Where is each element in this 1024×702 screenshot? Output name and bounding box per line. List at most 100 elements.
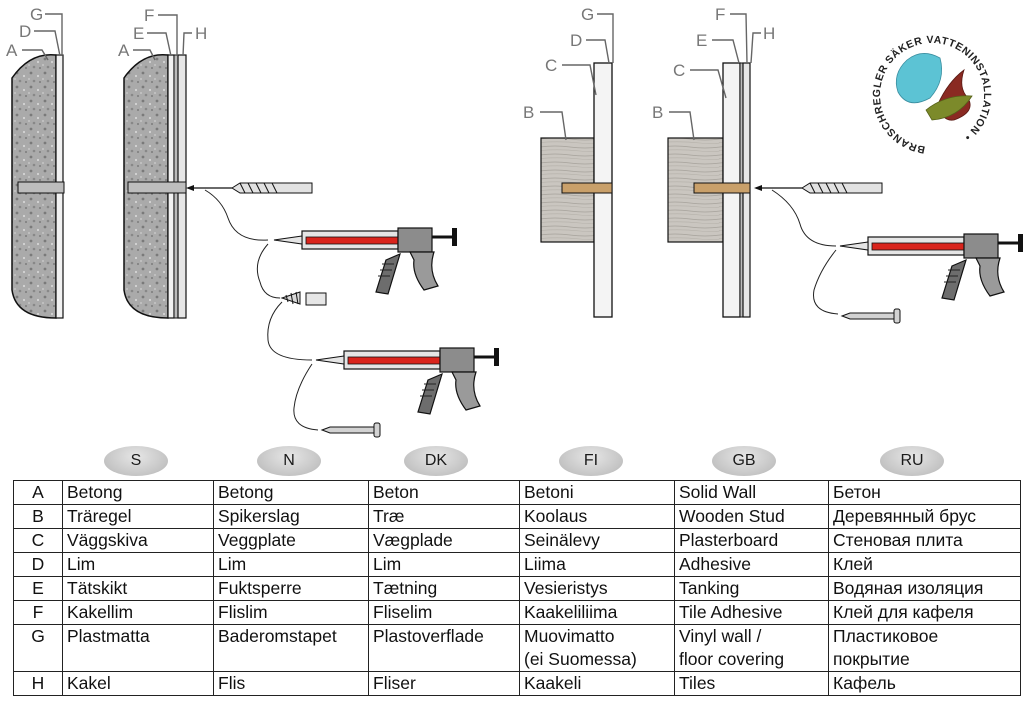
legend-term-fi: Muovimatto(ei Suomessa) bbox=[519, 624, 675, 672]
legend-term-n: Baderomstapet bbox=[213, 624, 369, 672]
legend-term-ru: Клей для кафеля bbox=[828, 600, 1021, 625]
legend-term-n: Flis bbox=[213, 671, 369, 696]
legend-term-n: Betong bbox=[213, 480, 369, 505]
wall-plug-icon bbox=[280, 291, 327, 306]
legend-key: E bbox=[13, 576, 63, 601]
legend-term-dk: Vægplade bbox=[368, 528, 520, 553]
legend-term-s: Plastmatta bbox=[62, 624, 214, 672]
language-pill-s: S bbox=[104, 446, 168, 476]
legend-term-dk: Beton bbox=[368, 480, 520, 505]
drill-bit-icon bbox=[801, 182, 883, 194]
legend-term-ru: Кафель bbox=[828, 671, 1021, 696]
legend-key: F bbox=[13, 600, 63, 625]
legend-term-n: Fuktsperre bbox=[213, 576, 369, 601]
legend-term-dk: Fliselim bbox=[368, 600, 520, 625]
legend-term-s: Kakel bbox=[62, 671, 214, 696]
stud-wall-tiled bbox=[667, 62, 751, 318]
legend-term-dk: Tætning bbox=[368, 576, 520, 601]
legend-term-n: Veggplate bbox=[213, 528, 369, 553]
legend-term-ru: Деревянный брус bbox=[828, 504, 1021, 529]
legend-term-n: Flislim bbox=[213, 600, 369, 625]
callout-h-right: H bbox=[763, 24, 775, 43]
callout-c-right: C bbox=[545, 56, 557, 75]
safe-water-installation-seal: BRANSCHREGLER SÄKER VATTENINSTALLATION • bbox=[869, 32, 995, 158]
legend-term-gb: Plasterboard bbox=[674, 528, 829, 553]
legend-term-dk: Lim bbox=[368, 552, 520, 577]
callout-b-right-tiled: B bbox=[652, 103, 663, 122]
legend-term-ru: Клей bbox=[828, 552, 1021, 577]
legend-key: G bbox=[13, 624, 63, 672]
legend-term-s: Lim bbox=[62, 552, 214, 577]
language-pill-ru: RU bbox=[880, 446, 944, 476]
callout-f-left: F bbox=[144, 6, 154, 25]
legend-term-fi: Liima bbox=[519, 552, 675, 577]
callout-d-left: D bbox=[19, 22, 31, 41]
callout-labels: G D A F E H A G D C B F E H C B bbox=[6, 5, 775, 122]
legend-key: H bbox=[13, 671, 63, 696]
legend-term-gb: Tiles bbox=[674, 671, 829, 696]
nail-icon bbox=[841, 308, 901, 324]
legend-key: C bbox=[13, 528, 63, 553]
legend-term-gb: Solid Wall bbox=[674, 480, 829, 505]
nail-icon bbox=[321, 422, 381, 438]
language-pill-n: N bbox=[257, 446, 321, 476]
legend-term-s: Betong bbox=[62, 480, 214, 505]
legend-term-s: Kakellim bbox=[62, 600, 214, 625]
stud-wall-plain bbox=[540, 62, 613, 318]
callout-a-left: A bbox=[6, 41, 18, 60]
legend-key: D bbox=[13, 552, 63, 577]
concrete-wall-plain bbox=[11, 53, 65, 319]
legend-term-dk: Plastoverflade bbox=[368, 624, 520, 672]
legend-term-dk: Fliser bbox=[368, 671, 520, 696]
callout-g-right: G bbox=[581, 5, 594, 24]
legend-term-gb: Wooden Stud bbox=[674, 504, 829, 529]
water-drop-icon bbox=[895, 53, 943, 104]
legend-term-gb: Tanking bbox=[674, 576, 829, 601]
callout-h-left: H bbox=[195, 24, 207, 43]
callout-c-right-tiled: C bbox=[673, 61, 685, 80]
callout-f-right: F bbox=[715, 5, 725, 24]
legend-term-fi: Kaakeliliima bbox=[519, 600, 675, 625]
right-tool-chain bbox=[754, 182, 1024, 324]
drill-bit-icon bbox=[231, 182, 313, 194]
legend-term-n: Spikerslag bbox=[213, 504, 369, 529]
caulking-gun-icon bbox=[838, 232, 1024, 302]
legend-term-fi: Seinälevy bbox=[519, 528, 675, 553]
callout-e-left: E bbox=[133, 24, 144, 43]
legend-term-s: Väggskiva bbox=[62, 528, 214, 553]
legend-term-s: Träregel bbox=[62, 504, 214, 529]
leaf-icon bbox=[925, 95, 973, 121]
caulking-gun-icon bbox=[314, 346, 501, 416]
legend-term-ru: Бетон bbox=[828, 480, 1021, 505]
callout-leaders bbox=[22, 13, 761, 141]
installation-diagram: G D A F E H A G D C B F E H C B bbox=[6, 5, 1024, 438]
callout-d-right: D bbox=[570, 31, 582, 50]
legend-term-fi: Kaakeli bbox=[519, 671, 675, 696]
concrete-wall-tiled bbox=[123, 53, 187, 319]
legend-term-n: Lim bbox=[213, 552, 369, 577]
legend-key: B bbox=[13, 504, 63, 529]
legend-term-gb: Tile Adhesive bbox=[674, 600, 829, 625]
legend-term-dk: Træ bbox=[368, 504, 520, 529]
callout-e-right: E bbox=[696, 31, 707, 50]
legend-term-ru: Водяная изоляция bbox=[828, 576, 1021, 601]
callout-a-left-tiled: A bbox=[118, 41, 130, 60]
legend-term-ru: Стеновая плита bbox=[828, 528, 1021, 553]
legend-term-gb: Vinyl wall /floor covering bbox=[674, 624, 829, 672]
legend-term-fi: Koolaus bbox=[519, 504, 675, 529]
callout-b-right: B bbox=[523, 103, 534, 122]
legend-key: A bbox=[13, 480, 63, 505]
left-tool-chain bbox=[186, 182, 501, 438]
caulking-gun-icon bbox=[272, 226, 459, 296]
language-pill-dk: DK bbox=[404, 446, 468, 476]
legend-term-s: Tätskikt bbox=[62, 576, 214, 601]
